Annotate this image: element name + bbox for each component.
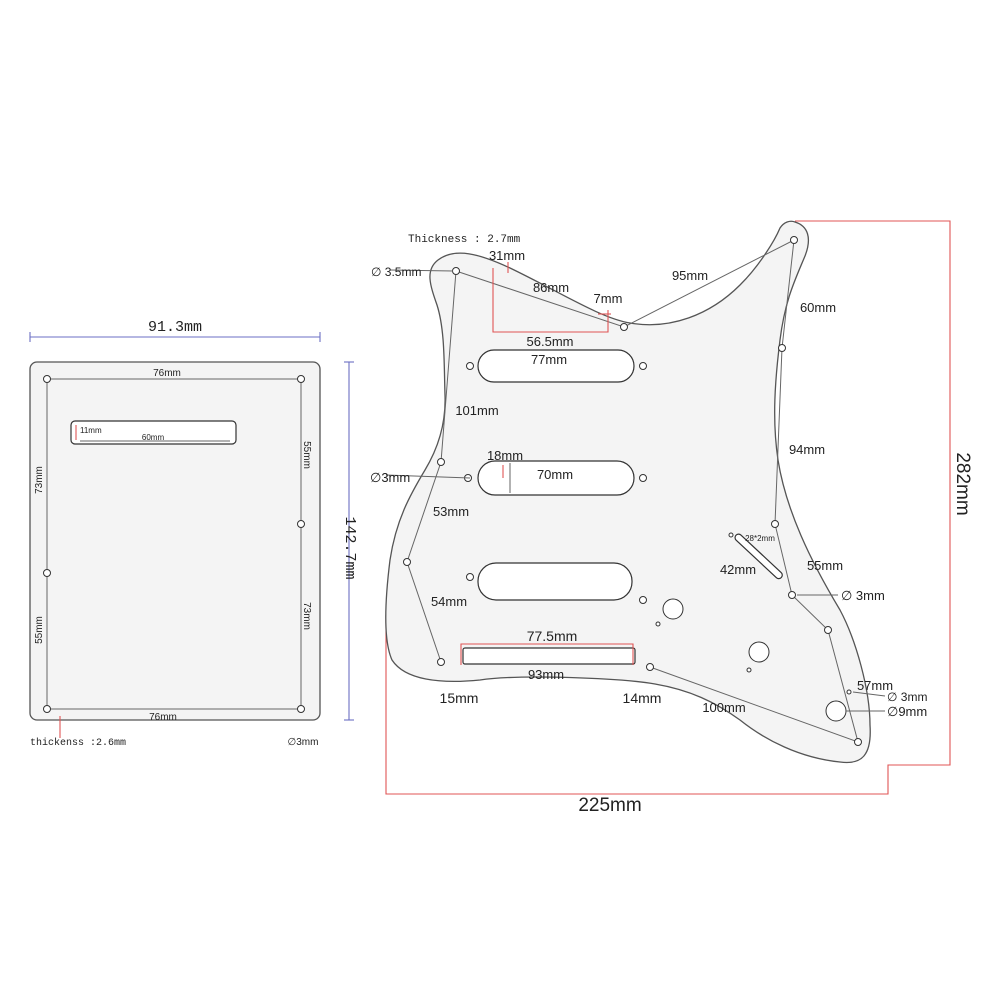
d77-5-label: 77.5mm bbox=[527, 628, 578, 644]
pickguard-screw-hole bbox=[639, 362, 647, 370]
hole-3-small-leader bbox=[852, 691, 886, 697]
d7-label: 7mm bbox=[594, 291, 623, 306]
slot-length-label: 60mm bbox=[142, 433, 165, 442]
lower-slot-dimension bbox=[460, 643, 634, 665]
pickguard-screw-hole bbox=[788, 591, 796, 599]
back-plate: 91.3mm 142.7mm 11mm 60mm 76mm 76mm 73mm … bbox=[29, 319, 358, 749]
middle-pickup-slot bbox=[477, 460, 635, 496]
hole-3-small-label: ∅ 3mm bbox=[887, 690, 927, 704]
back-plate-top-label: 76mm bbox=[153, 368, 181, 379]
pickguard-screw-hole bbox=[639, 596, 647, 604]
back-plate-thickness-label: thickenss :2.6mm bbox=[30, 737, 126, 749]
d55-label: 55mm bbox=[807, 558, 843, 573]
bridge-pickup-slot bbox=[477, 562, 633, 601]
pickguard-screw-hole bbox=[466, 573, 474, 581]
back-plate-left-lower-label: 55mm bbox=[34, 616, 45, 644]
pickguard-screw-hole bbox=[437, 458, 445, 466]
pickguard-screw-hole bbox=[403, 558, 411, 566]
d42-label: 42mm bbox=[720, 562, 756, 577]
back-plate-slot bbox=[70, 420, 237, 445]
pickguard-screw-hole bbox=[639, 474, 647, 482]
pickguard-screw-hole bbox=[466, 362, 474, 370]
pickguard-thickness-label: Thickness : 2.7mm bbox=[408, 234, 521, 246]
d14-label: 14mm bbox=[623, 690, 662, 706]
pickguard-screw-hole bbox=[452, 267, 460, 275]
pickguard-screw-hole bbox=[646, 663, 654, 671]
pickguard-screw-hole bbox=[620, 323, 628, 331]
hole-3-right-label: ∅ 3mm bbox=[841, 588, 885, 603]
d93-label: 93mm bbox=[528, 667, 564, 682]
neck-pickup-slot bbox=[477, 349, 635, 383]
back-plate-hole-diameter-label: ∅3mm bbox=[288, 737, 319, 748]
back-plate-right-lower-label: 73mm bbox=[301, 602, 312, 630]
d57-label: 57mm bbox=[857, 678, 893, 693]
back-plate-height-label: 142.7mm bbox=[341, 516, 358, 579]
pickguard-height-label: 282mm bbox=[952, 452, 973, 515]
slot-height-label: 11mm bbox=[80, 426, 102, 435]
back-plate-hole bbox=[297, 375, 305, 383]
pickguard-body bbox=[385, 220, 871, 764]
hole-35-label: ∅ 3.5mm bbox=[371, 265, 421, 279]
d18-label: 18mm bbox=[487, 448, 523, 463]
d53-label: 53mm bbox=[433, 504, 469, 519]
d94-label: 94mm bbox=[789, 442, 825, 457]
hole-3-left-leader bbox=[385, 474, 471, 479]
d28x2-label: 28*2mm bbox=[745, 534, 775, 543]
pickguard-width-label: 225mm bbox=[578, 795, 641, 816]
hole-3-left-label: ∅3mm bbox=[370, 470, 410, 485]
back-plate-body bbox=[29, 361, 321, 721]
notch-dimension bbox=[492, 268, 609, 333]
pickguard-small-hole bbox=[728, 532, 734, 538]
hole-9-label: ∅9mm bbox=[887, 704, 927, 719]
pickguard-small-hole bbox=[846, 689, 852, 695]
pickguard-screw-hole bbox=[854, 738, 862, 746]
pickguard: Thickness : 2.7mm ∅ 3.5mm 31mm 86mm 7mm … bbox=[370, 220, 973, 816]
d101-label: 101mm bbox=[455, 403, 498, 418]
d86-label: 86mm bbox=[533, 280, 569, 295]
back-plate-hole bbox=[297, 520, 305, 528]
pickguard-left-guide bbox=[406, 270, 457, 663]
back-plate-hole bbox=[43, 569, 51, 577]
control-hole bbox=[825, 700, 847, 722]
pickguard-screw-hole bbox=[771, 520, 779, 528]
pickguard-overall-dimension bbox=[385, 220, 951, 795]
pickguard-screw-hole bbox=[790, 236, 798, 244]
d60-label: 60mm bbox=[800, 300, 836, 315]
pickguard-small-hole bbox=[746, 667, 752, 673]
back-plate-hole bbox=[43, 375, 51, 383]
d95-label: 95mm bbox=[672, 268, 708, 283]
notch-31-label: 31mm bbox=[489, 248, 525, 263]
d54-label: 54mm bbox=[431, 594, 467, 609]
control-hole bbox=[662, 598, 684, 620]
back-plate-width-label: 91.3mm bbox=[148, 319, 202, 336]
control-hole bbox=[748, 641, 770, 663]
selector-switch-slot bbox=[734, 533, 783, 580]
pickguard-screw-hole bbox=[824, 626, 832, 634]
lower-slot bbox=[462, 647, 636, 665]
back-plate-hole bbox=[43, 705, 51, 713]
back-plate-bottom-label: 76mm bbox=[149, 712, 177, 723]
back-plate-left-upper-label: 73mm bbox=[34, 466, 45, 494]
d77-label: 77mm bbox=[531, 352, 567, 367]
pickguard-screw-hole bbox=[437, 658, 445, 666]
pickguard-small-hole bbox=[655, 621, 661, 627]
back-plate-hole bbox=[297, 705, 305, 713]
d15-label: 15mm bbox=[440, 690, 479, 706]
hole-35-leader bbox=[389, 269, 454, 272]
pickguard-screw-hole bbox=[778, 344, 786, 352]
d70-label: 70mm bbox=[537, 467, 573, 482]
d100-label: 100mm bbox=[702, 700, 745, 715]
d56-5-label: 56.5mm bbox=[527, 334, 574, 349]
back-plate-right-upper-label: 55mm bbox=[301, 441, 312, 469]
